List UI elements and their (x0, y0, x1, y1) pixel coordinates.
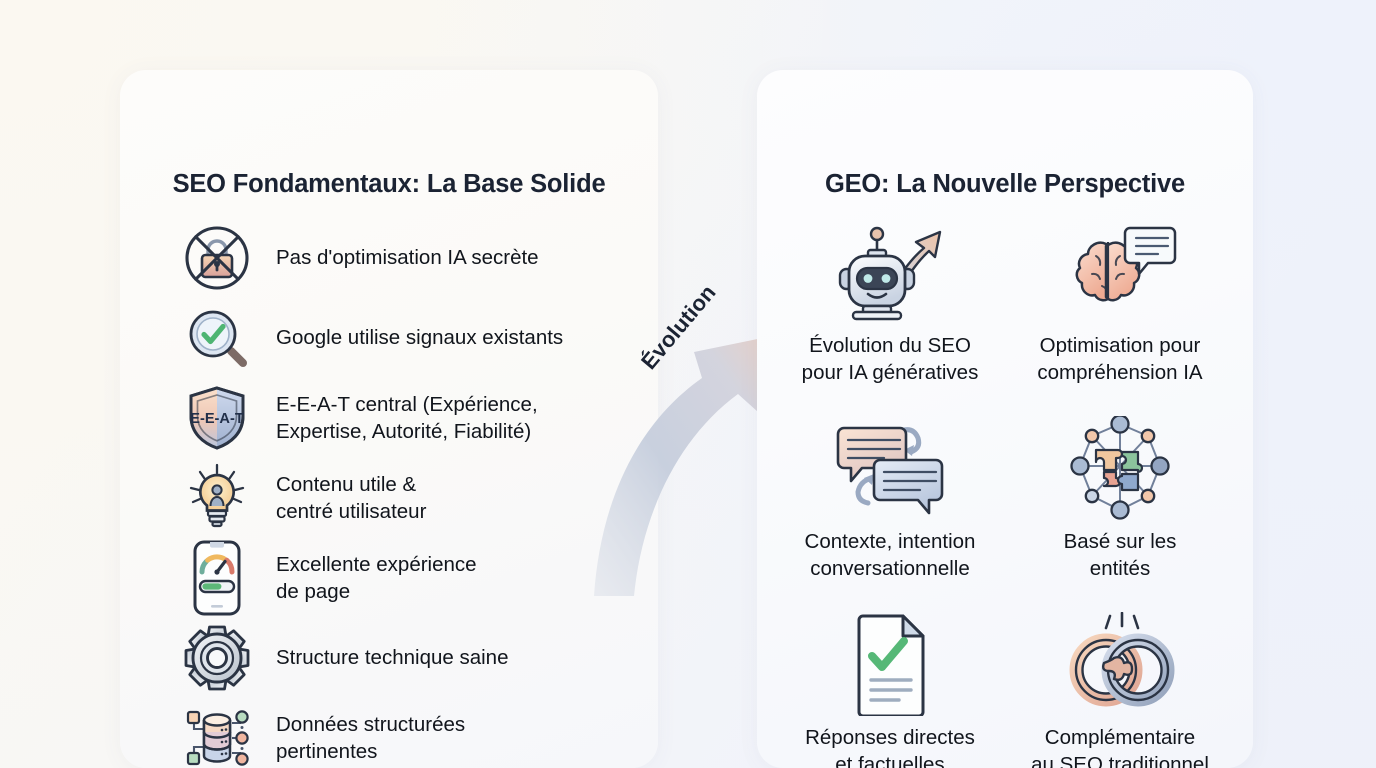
right-panel-title: GEO: La Nouvelle Perspective (824, 170, 1186, 198)
list-item: E-E-A-T E-E-A-T central (Expérience, Exp… (180, 378, 650, 458)
list-item-label: Contexte, intention conversationnelle (804, 530, 976, 581)
eeat-shield-icon: E-E-A-T (180, 381, 254, 455)
geo-perspective-panel: GEO: La Nouvelle Perspective (757, 70, 1253, 768)
robot-growth-arrow-icon (832, 220, 948, 324)
geo-item-grid: Évolution du SEO pour IA génératives (775, 220, 1235, 768)
chat-bubbles-cycle-icon (832, 416, 948, 520)
list-item-label: Optimisation pour compréhension IA (1037, 334, 1203, 385)
list-item: Contexte, intention conversationnelle (775, 416, 1005, 612)
interlocking-rings-icon (1062, 612, 1178, 716)
entity-network-icon (1066, 416, 1174, 520)
phone-speed-icon (180, 540, 254, 616)
list-item-label: Excellente expérience de page (276, 552, 477, 603)
no-lock-icon (180, 221, 254, 295)
database-nodes-icon (180, 701, 254, 768)
list-item: Google utilise signaux existants (180, 298, 650, 378)
list-item: Complémentaire au SEO traditionnel (1005, 612, 1235, 768)
list-item: Pas d'optimisation IA secrète (180, 218, 650, 298)
seo-item-list: Pas d'optimisation IA secrète Google uti… (180, 218, 650, 768)
list-item-label: Google utilise signaux existants (276, 326, 564, 350)
magnifier-check-icon (180, 301, 254, 375)
list-item-label: Complémentaire au SEO traditionnel (1031, 726, 1209, 768)
list-item-label: Données structurées pertinentes (276, 712, 466, 763)
eeat-badge-text: E-E-A-T (190, 411, 244, 427)
list-item: Structure technique saine (180, 618, 650, 698)
list-item-label: Évolution du SEO pour IA génératives (801, 334, 979, 385)
lightbulb-user-icon (180, 461, 254, 535)
list-item-label: Basé sur les entités (1063, 530, 1177, 581)
list-item-label: Structure technique saine (276, 646, 509, 670)
list-item-label: Pas d'optimisation IA secrète (276, 246, 539, 270)
seo-fundamentals-panel: SEO Fondamentaux: La Base Solide (120, 70, 658, 768)
list-item-label: Réponses directes et factuelles (805, 726, 975, 768)
list-item: Optimisation pour compréhension IA (1005, 220, 1235, 416)
document-check-icon (845, 612, 935, 716)
gear-icon (180, 621, 254, 695)
list-item: Évolution du SEO pour IA génératives (775, 220, 1005, 416)
left-panel-title: SEO Fondamentaux: La Base Solide (172, 170, 606, 198)
list-item: Données structurées pertinentes (180, 698, 650, 768)
list-item-label: Contenu utile & centré utilisateur (276, 472, 427, 523)
list-item: Réponses directes et factuelles (775, 612, 1005, 768)
brain-chat-icon (1062, 220, 1178, 324)
list-item: Basé sur les entités (1005, 416, 1235, 612)
list-item: Contenu utile & centré utilisateur (180, 458, 650, 538)
list-item-label: E-E-A-T central (Expérience, Expertise, … (276, 392, 538, 443)
list-item: Excellente expérience de page (180, 538, 650, 618)
